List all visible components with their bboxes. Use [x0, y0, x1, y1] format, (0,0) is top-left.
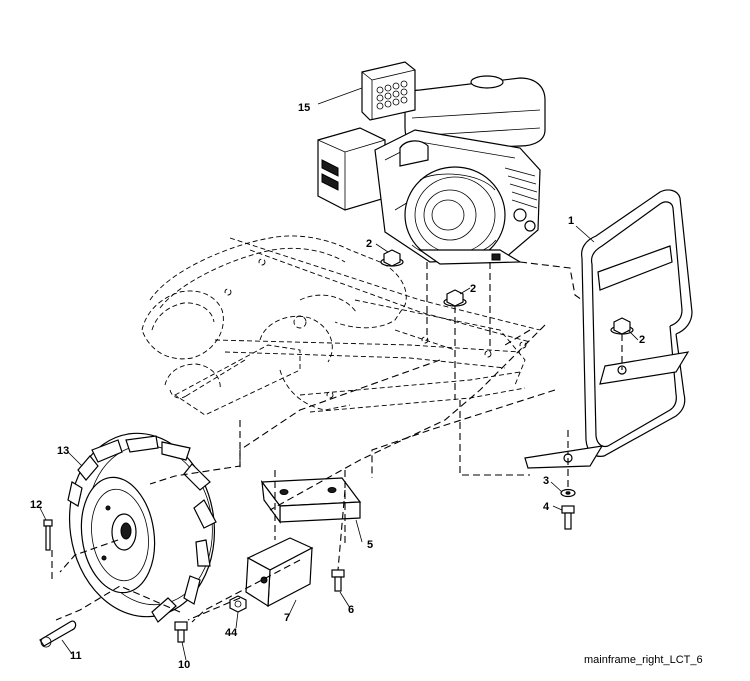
callout-1: 1 — [568, 215, 574, 227]
bolt-6 — [331, 569, 345, 592]
flange-nut-2-engine-left — [380, 249, 404, 267]
leader-lines — [39, 87, 639, 661]
callout-11: 11 — [70, 650, 82, 662]
skid-bracket-5 — [260, 477, 362, 524]
callout-6: 6 — [348, 604, 354, 616]
assembly-centerlines — [51, 261, 623, 623]
callout-3: 3 — [543, 475, 549, 487]
callout-5: 5 — [367, 539, 373, 551]
tire-tread — [67, 435, 217, 623]
bolt-4 — [561, 505, 575, 530]
callout-15: 15 — [298, 102, 310, 114]
callout-44: 44 — [225, 627, 238, 639]
front-bumper — [524, 189, 693, 469]
flange-nut-2-frame — [443, 289, 467, 307]
callout-13: 13 — [57, 445, 69, 457]
rubber-block-7 — [245, 537, 314, 608]
callout-10: 10 — [178, 659, 190, 671]
callout-4: 4 — [543, 501, 550, 513]
callout-2-engine-nut: 2 — [366, 238, 372, 250]
engine — [317, 61, 546, 265]
callout-12: 12 — [30, 499, 42, 511]
washer-3 — [560, 488, 576, 498]
figure-caption: mainframe_right_LCT_6 — [584, 654, 703, 666]
air-filter-grille — [376, 80, 408, 110]
callout-labels: 15 1 2 2 2 13 12 3 4 5 6 7 44 10 11 — [30, 102, 645, 671]
callout-7: 7 — [284, 612, 290, 624]
callout-2-frame-nut: 2 — [470, 283, 476, 295]
wheel-tire-assembly — [67, 432, 217, 623]
bolt-12 — [43, 519, 53, 551]
hairpin-clip-11 — [39, 620, 77, 648]
bolt-10 — [174, 621, 188, 643]
callout-2-bumper-nut: 2 — [639, 334, 645, 346]
